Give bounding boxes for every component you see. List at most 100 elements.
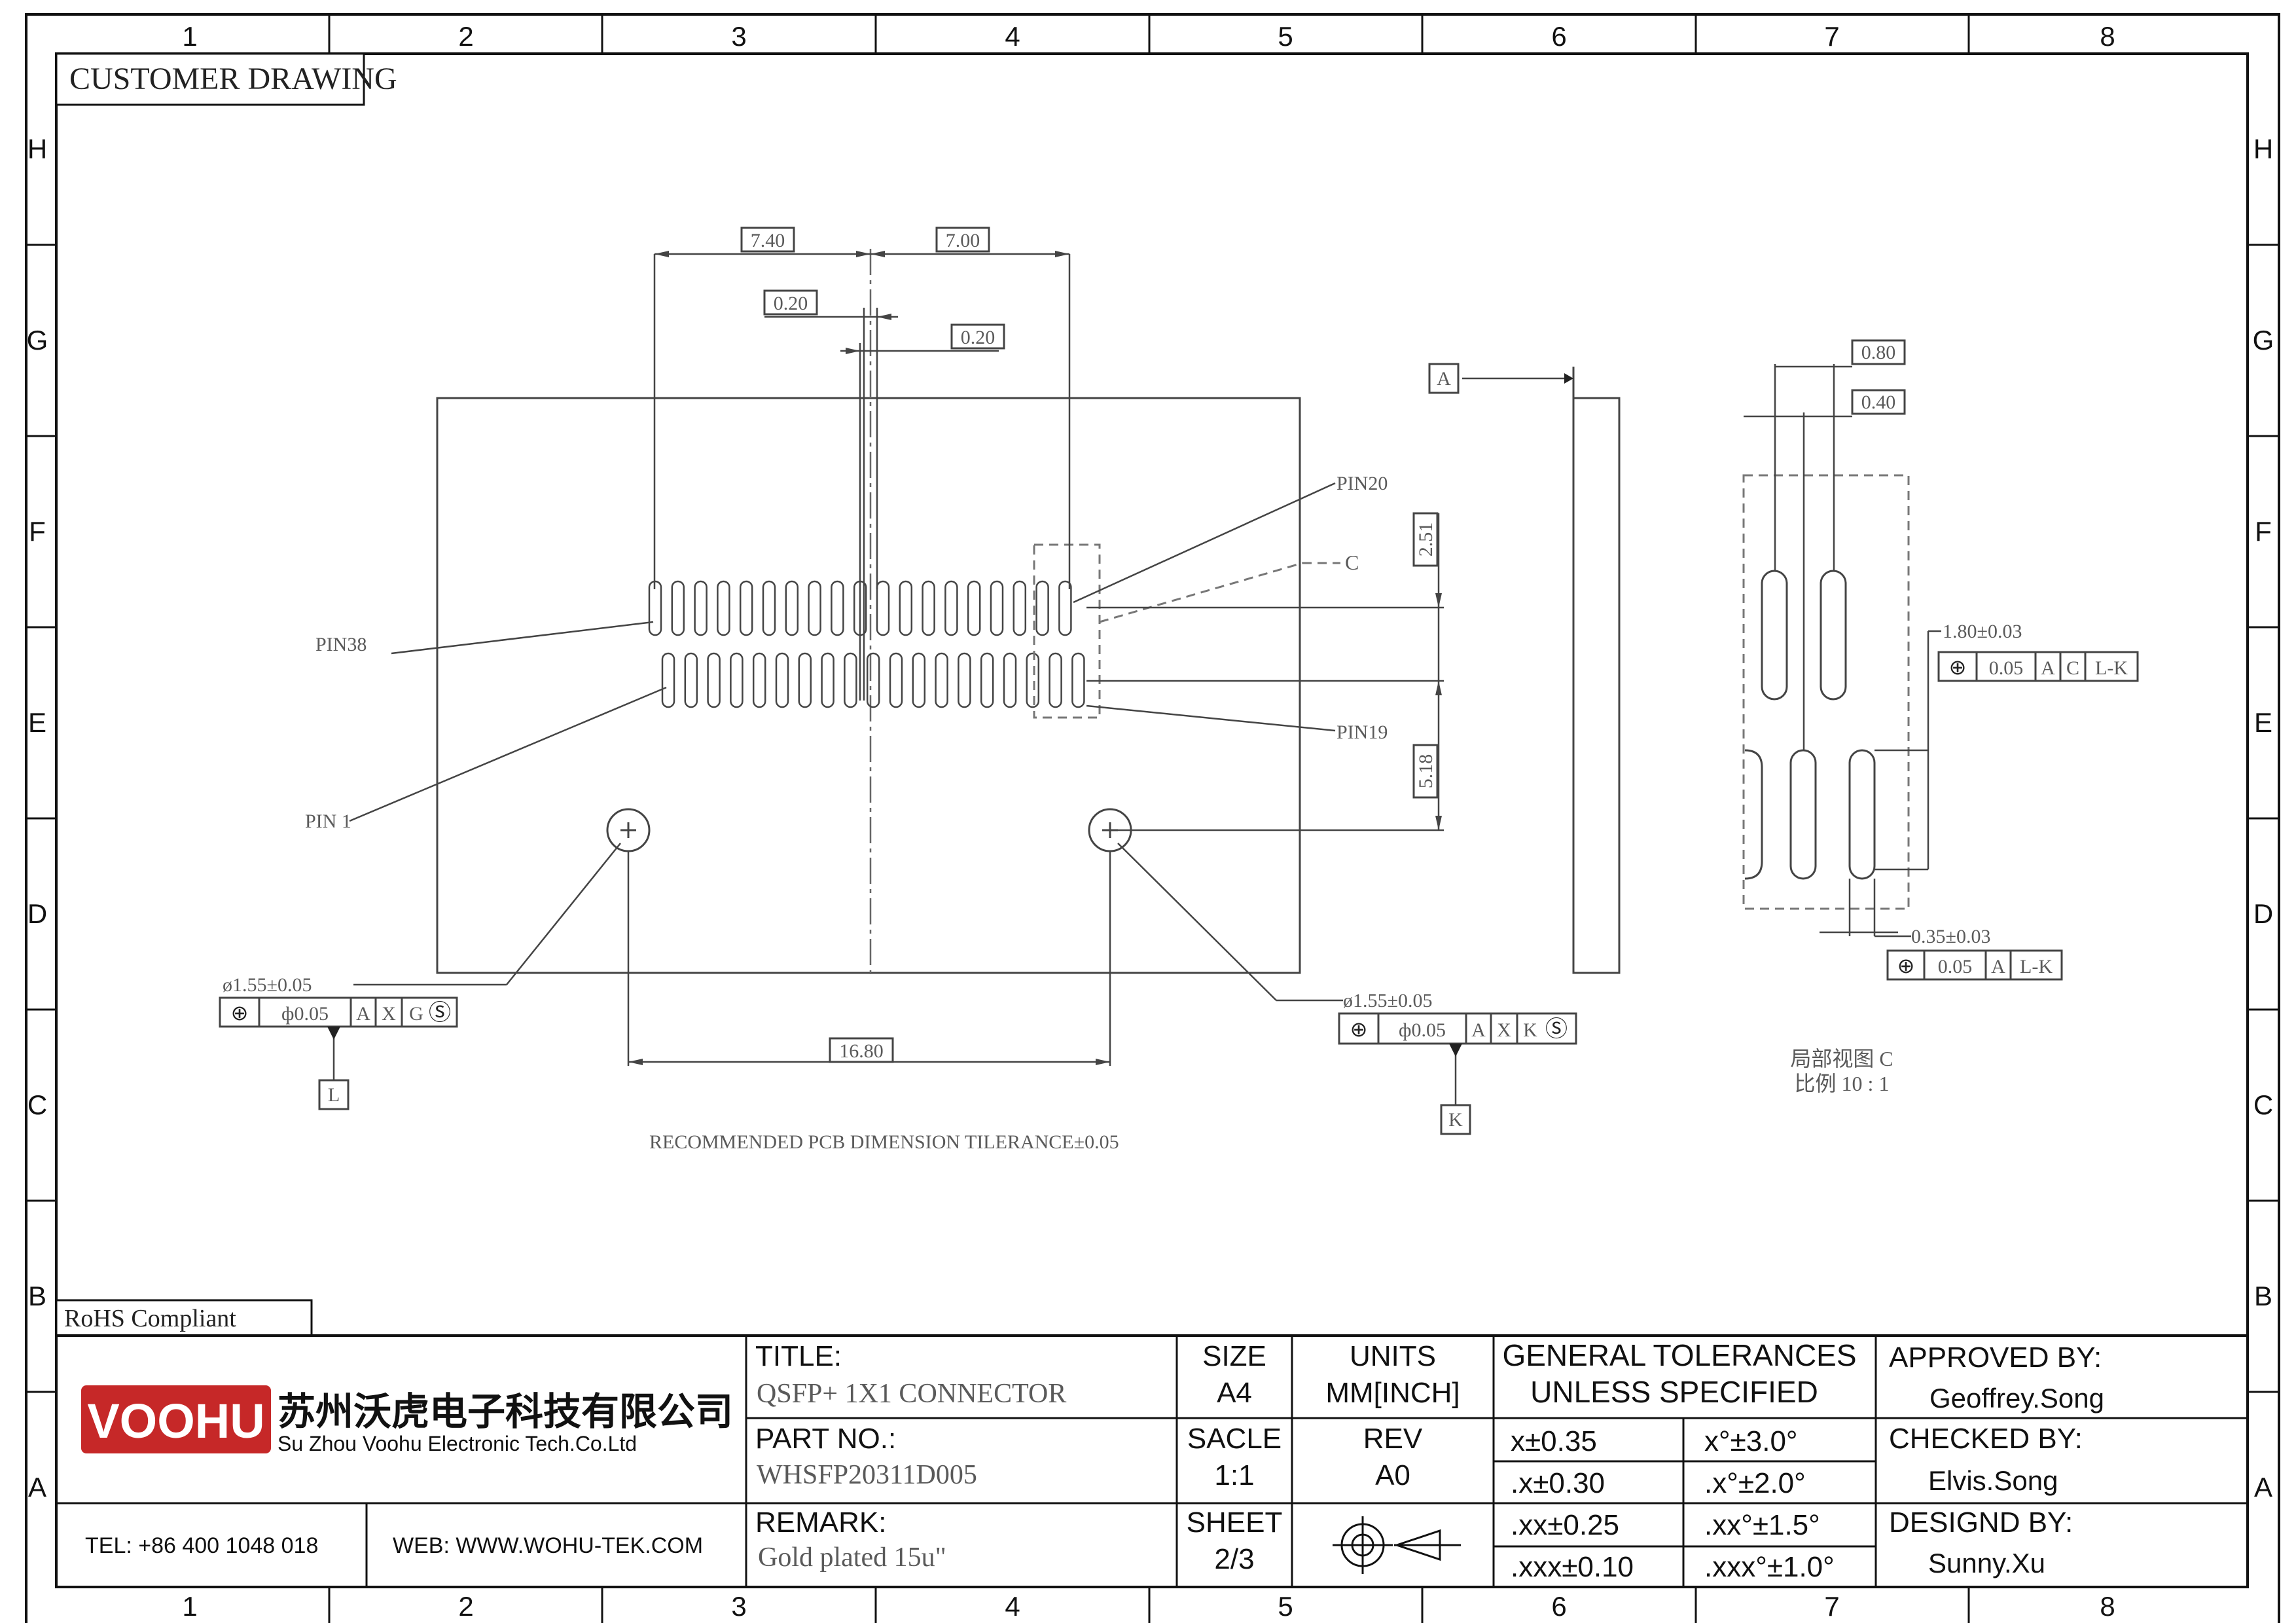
zone-col-7-bottom: 7 xyxy=(1824,1591,1839,1622)
smt-pad xyxy=(944,580,958,636)
zone-row-d-right: D xyxy=(2253,898,2273,929)
zone-col-8-bottom: 8 xyxy=(2100,1591,2115,1622)
zone-row-labels-right: H G F E D C B A xyxy=(2253,134,2274,1503)
tel-text: TEL: +86 400 1048 018 xyxy=(85,1533,318,1558)
fcf-tol: 0.05 xyxy=(1989,657,2024,679)
fcf-datum-lk: L-K xyxy=(2095,657,2128,679)
company-name-cn: 苏州沃虎电子科技有限公司 xyxy=(278,1391,733,1433)
zone-col-5: 5 xyxy=(1278,21,1293,52)
pin38-label: PIN38 xyxy=(315,634,367,655)
smt-pad xyxy=(762,580,776,636)
pad-row-top xyxy=(648,580,1072,636)
zone-row-a-right: A xyxy=(2254,1472,2272,1503)
zone-col-6-bottom: 6 xyxy=(1551,1591,1566,1622)
zone-col-3: 3 xyxy=(731,21,746,52)
dim-0-20-b: 0.20 xyxy=(840,323,1005,701)
pad-row-bottom xyxy=(661,652,1085,708)
zone-row-e: E xyxy=(28,707,46,738)
zone-row-a: A xyxy=(28,1472,46,1503)
smt-pad xyxy=(899,580,913,636)
zone-row-g-right: G xyxy=(2253,325,2274,356)
detail-view-scale: 比例 10 : 1 xyxy=(1795,1072,1890,1095)
pcb-tolerance-note: RECOMMENDED PCB DIMENSION TILERANCE±0.05 xyxy=(649,1131,1119,1153)
fcf-datum-lk: L-K xyxy=(2020,956,2053,977)
size-label: SIZE xyxy=(1202,1340,1266,1372)
fcf-datum-a: A xyxy=(1991,956,2005,977)
tol-6: .xxx±0.10 xyxy=(1511,1551,1634,1583)
smt-pad xyxy=(648,580,662,636)
tol-7: .xxx°±1.0° xyxy=(1704,1551,1835,1583)
hole-right-size: ø1.55±0.05 xyxy=(1343,990,1432,1012)
datum-l: L xyxy=(328,1084,340,1106)
pin1-leader xyxy=(349,686,667,822)
title-label: TITLE: xyxy=(755,1340,842,1372)
pcb-footprint-view: C 7.40 7.00 xyxy=(219,227,1577,1153)
smt-pad xyxy=(1071,652,1085,708)
zone-col-8: 8 xyxy=(2100,21,2115,52)
smt-pad xyxy=(752,652,766,708)
rev-value: A0 xyxy=(1375,1459,1410,1491)
first-angle-projection-icon xyxy=(1333,1516,1461,1574)
smt-pad xyxy=(717,580,730,636)
smt-pad xyxy=(912,652,926,708)
zone-row-c-right: C xyxy=(2253,1089,2273,1120)
zone-col-3-bottom: 3 xyxy=(731,1591,746,1622)
fcf-tol: ф0.05 xyxy=(281,1003,329,1025)
dim-2-51-text: 2.51 xyxy=(1415,522,1437,557)
smt-pad xyxy=(990,580,1004,636)
remark-label: REMARK: xyxy=(755,1506,886,1539)
smt-pad xyxy=(694,580,708,636)
zone-col-5-bottom: 5 xyxy=(1278,1591,1293,1622)
zone-column-labels-bottom: 1 2 3 4 5 6 7 8 xyxy=(182,1591,2115,1622)
smt-pad xyxy=(661,652,675,708)
smt-pad xyxy=(980,652,994,708)
checked-value: Elvis.Song xyxy=(1928,1465,2058,1496)
dim-7-00-text: 7.00 xyxy=(946,230,980,251)
zone-column-dividers xyxy=(26,14,2279,1623)
datum-a: A xyxy=(1437,368,1451,390)
smt-pad xyxy=(684,652,698,708)
hole-left-size: ø1.55±0.05 xyxy=(223,974,312,996)
detail-width-callout: 0.35±0.03 ⊕ 0.05 A L-K xyxy=(1820,879,2063,981)
smt-pad xyxy=(821,652,834,708)
remark-value: Gold plated 15u" xyxy=(758,1542,946,1573)
company-name-en: Su Zhou Voohu Electronic Tech.Co.Ltd xyxy=(278,1432,637,1455)
detail-pitch-callout: 1.80±0.03 ⊕ 0.05 A C L-K xyxy=(1874,621,2139,871)
zone-col-2-bottom: 2 xyxy=(458,1591,473,1622)
hole-left xyxy=(606,808,651,852)
smt-pad xyxy=(707,652,721,708)
zone-row-h-right: H xyxy=(2253,134,2273,164)
detail-dim-0-80-text: 0.80 xyxy=(1861,342,1896,363)
sheet-label: SHEET xyxy=(1187,1506,1283,1539)
zone-col-4-bottom: 4 xyxy=(1005,1591,1020,1622)
zone-column-labels-top: 1 2 3 4 5 6 7 8 xyxy=(182,21,2115,52)
customer-drawing-tag: CUSTOMER DRAWING xyxy=(69,62,397,96)
zone-col-2: 2 xyxy=(458,21,473,52)
zone-row-d: D xyxy=(27,898,47,929)
tol-5: .xx°±1.5° xyxy=(1704,1509,1820,1541)
customer-drawing-tag-box xyxy=(55,52,365,106)
tol-0: x±0.35 xyxy=(1511,1425,1597,1457)
size-value: A4 xyxy=(1217,1377,1252,1409)
zone-row-g: G xyxy=(27,325,48,356)
tol-4: .xx±0.25 xyxy=(1511,1509,1619,1541)
pin19-leader xyxy=(1086,704,1336,732)
approved-label: APPROVED BY: xyxy=(1889,1341,2102,1374)
fcf-datum-a: A xyxy=(2041,657,2055,679)
part-value: WHSFP20311D005 xyxy=(757,1460,977,1490)
design-label: DESIGND BY: xyxy=(1889,1506,2073,1539)
fcf-tol: 0.05 xyxy=(1938,956,1973,977)
tol-3: .x°±2.0° xyxy=(1704,1467,1806,1499)
title-value: QSFP+ 1X1 CONNECTOR xyxy=(757,1379,1066,1409)
dim-16-80-text: 16.80 xyxy=(839,1040,884,1062)
zone-col-1-bottom: 1 xyxy=(182,1591,197,1622)
zone-col-1: 1 xyxy=(182,21,197,52)
zone-row-e-right: E xyxy=(2254,707,2272,738)
fcf-datum-x: X xyxy=(1497,1019,1511,1041)
fcf-datum-k: K xyxy=(1523,1019,1537,1041)
dim-2-51: 2.51 xyxy=(1086,512,1444,695)
rfs-modifier-icon: Ⓢ xyxy=(429,1000,451,1025)
fcf-datum-c: C xyxy=(2066,657,2079,679)
dim-0-20-a: 0.20 xyxy=(763,289,898,701)
logo-wordmark: VOOHU xyxy=(87,1394,264,1448)
